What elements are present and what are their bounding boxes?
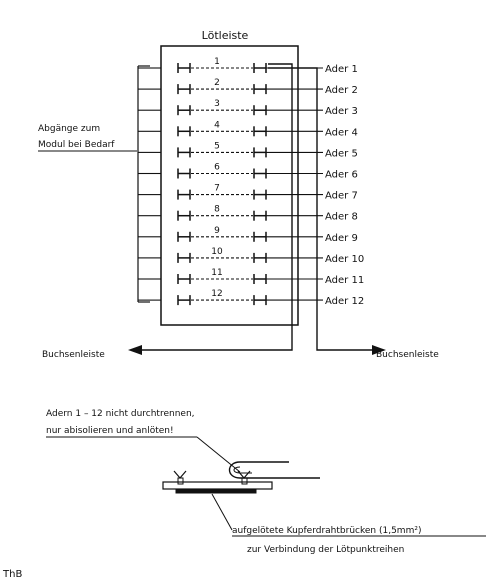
row-number: 8	[214, 205, 220, 215]
row-number: 9	[214, 226, 220, 236]
note-top-line2: nur abisolieren und anlöten!	[46, 426, 174, 436]
left-label-line2: Modul bei Bedarf	[38, 140, 115, 150]
detail-drawing	[162, 461, 320, 494]
wire-label: Ader 12	[325, 296, 364, 307]
bus-lines	[140, 63, 372, 351]
note-bottom-line1: aufgelötete Kupferdrahtbrücken (1,5mm²)	[232, 526, 421, 536]
row-number: 11	[211, 268, 222, 278]
solder-row: 1	[177, 57, 267, 73]
note-top-line1: Adern 1 – 12 nicht durchtrennen,	[46, 409, 195, 419]
note-top-leader	[196, 436, 241, 473]
diagram-title: Lötleiste	[202, 29, 249, 42]
wire-label: Ader 10	[325, 254, 364, 265]
note-bottom-leader	[211, 493, 233, 531]
solder-row: 4	[177, 120, 267, 137]
row-number: 2	[214, 78, 220, 88]
signature: ThB	[2, 569, 22, 580]
left-bracket-ticks	[138, 67, 161, 301]
wire-label: Ader 9	[325, 233, 358, 244]
solder-row: 3	[177, 99, 267, 116]
wire-label: Ader 8	[325, 212, 358, 223]
solder-row: 7	[177, 184, 267, 200]
row-number: 6	[214, 163, 220, 173]
solder-row: 2	[177, 78, 267, 95]
solder-row: 8	[177, 205, 267, 221]
left-label-line1: Abgänge zum	[38, 124, 100, 134]
wire-label: Ader 1	[325, 64, 358, 75]
solder-row: 9	[177, 226, 267, 242]
row-number: 7	[214, 184, 220, 194]
arrow-left-label: Buchsenleiste	[42, 350, 105, 360]
row-number: 5	[214, 141, 220, 151]
arrow-left-icon	[128, 345, 142, 355]
left-bracket	[137, 65, 150, 303]
wire-label: Ader 3	[325, 106, 358, 117]
solder-row: 6	[177, 163, 267, 179]
row-number: 12	[211, 289, 222, 299]
note-bottom-line2: zur Verbindung der Lötpunktreihen	[247, 545, 404, 555]
wire-label: Ader 5	[325, 148, 358, 159]
wire-leads: Ader 1 Ader 2 Ader 3 Ader 4 Ader 5 Ader 6 Ader…	[266, 64, 364, 307]
row-number: 4	[214, 120, 220, 130]
solder-row: 5	[177, 141, 267, 158]
wire-label: Ader 4	[325, 127, 358, 138]
solder-row: 10	[177, 247, 267, 263]
row-number: 3	[214, 99, 220, 109]
arrow-right-label: Buchsenleiste	[376, 350, 439, 360]
solder-row: 12	[177, 289, 267, 306]
solder-row: 11	[177, 268, 267, 284]
wire-label: Ader 2	[325, 85, 358, 96]
row-number: 10	[211, 247, 223, 257]
row-number: 1	[214, 57, 220, 67]
wire-label: Ader 7	[325, 191, 358, 202]
wire-label: Ader 6	[325, 170, 358, 181]
wire-label: Ader 11	[325, 275, 364, 286]
arrow-right-icon	[372, 345, 386, 355]
soldering-strip	[160, 45, 299, 326]
